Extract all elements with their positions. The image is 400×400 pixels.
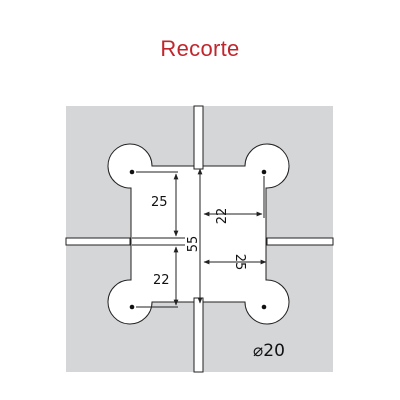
hole-top-left (129, 169, 135, 175)
hole-bottom-left (129, 304, 135, 310)
hole-bottom-right (261, 304, 267, 310)
dim-lower-horizontal: 25 (232, 254, 247, 271)
hole-diameter-label: ⌀20 (253, 341, 285, 361)
cutout-shape (107, 143, 290, 325)
mounting-holes (129, 169, 267, 310)
dim-total-height: 55 (186, 236, 201, 253)
dimension-lines (132, 168, 267, 308)
diameter-symbol: ⌀ (253, 341, 263, 361)
dim-top-vertical: 25 (151, 195, 168, 210)
diagram-title: Recorte (160, 36, 240, 61)
hole-top-right (261, 169, 267, 175)
dim-upper-horizontal: 22 (215, 208, 230, 225)
diameter-value: 20 (263, 341, 285, 361)
dim-bottom-vertical: 22 (153, 273, 170, 288)
